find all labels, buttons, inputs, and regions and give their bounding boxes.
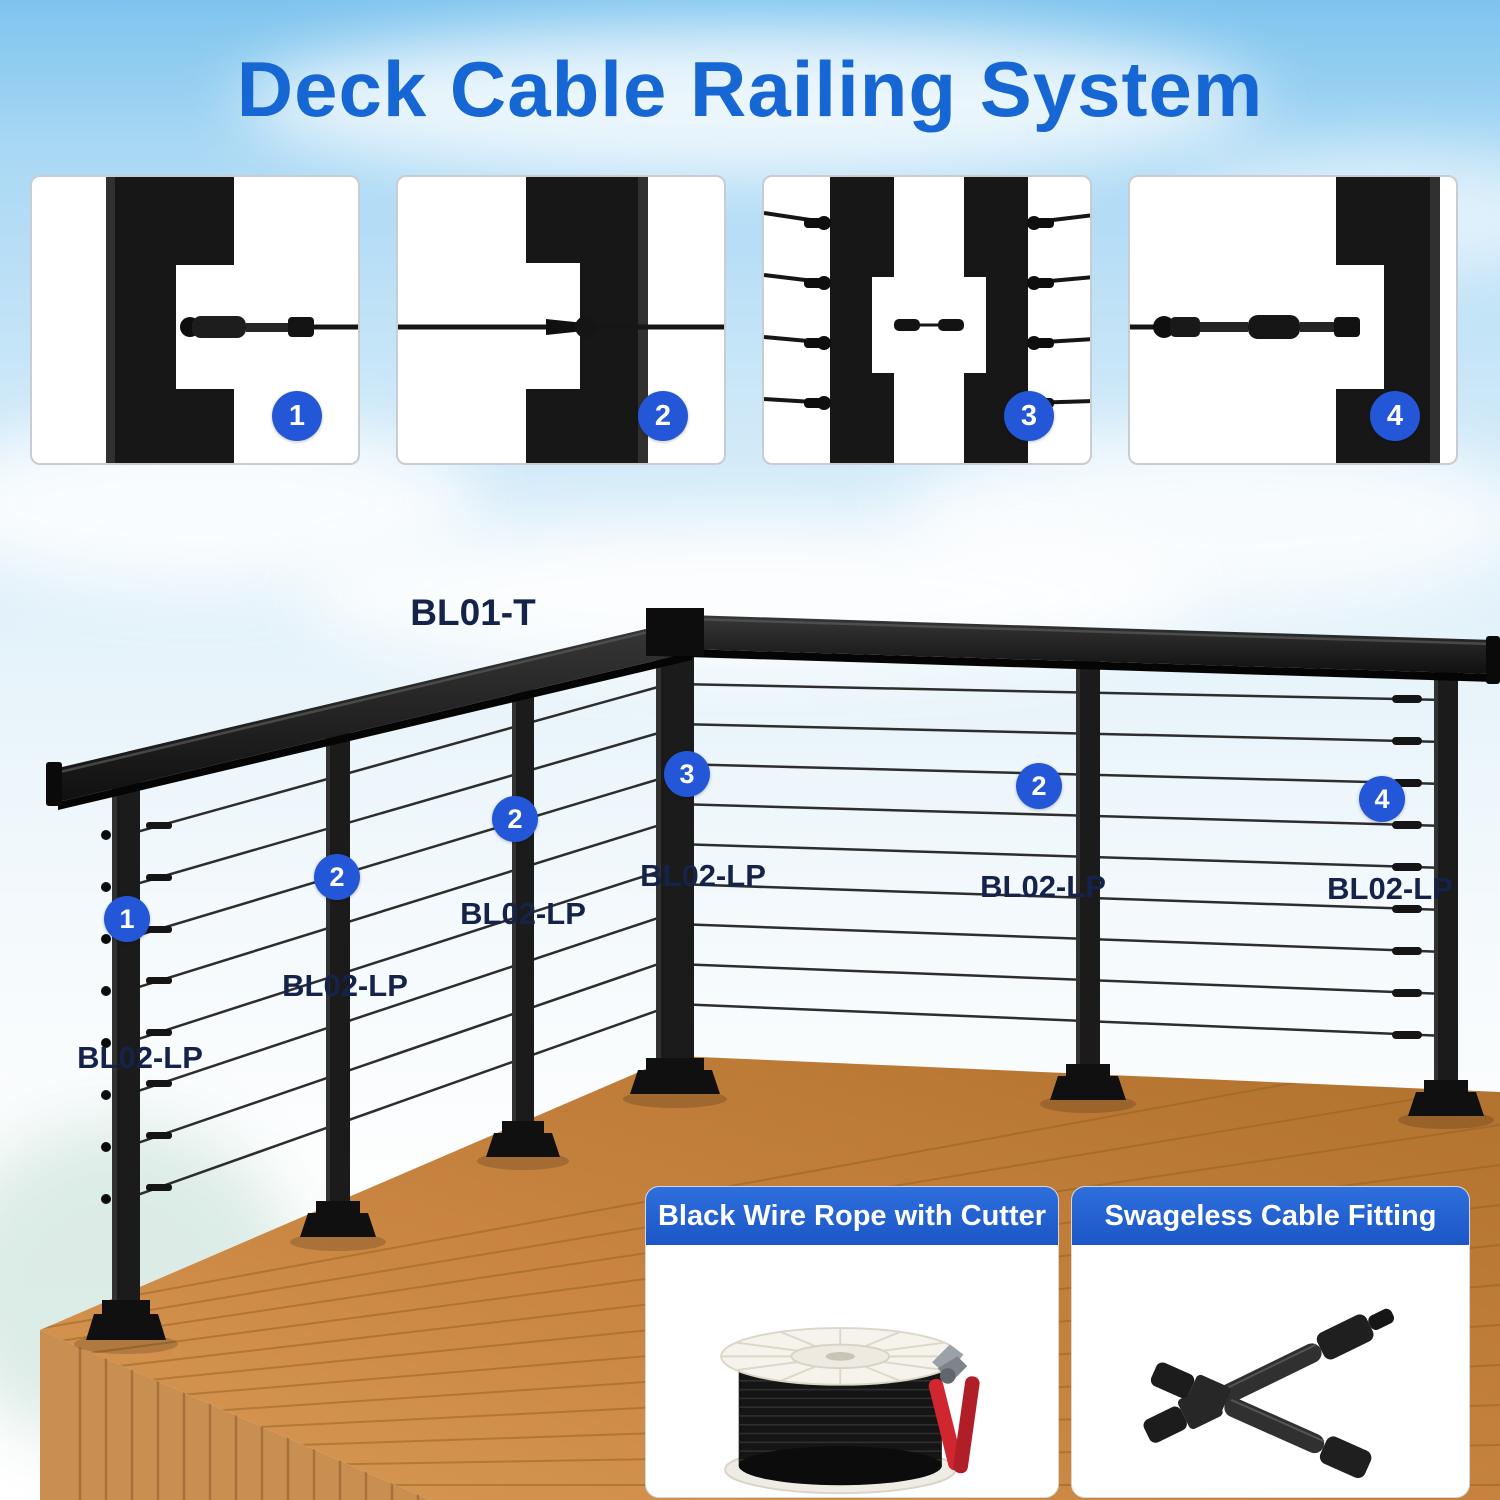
step-badge-1: 1 xyxy=(272,391,322,441)
cable-fitting-card: Swageless Cable Fitting xyxy=(1071,1186,1470,1498)
top-rail xyxy=(46,608,1500,810)
cable-fitting-card-title: Swageless Cable Fitting xyxy=(1072,1187,1469,1245)
step-badge-2: 2 xyxy=(638,391,688,441)
cable-fitting-card-body xyxy=(1072,1245,1469,1497)
wire-rope-card-body xyxy=(646,1245,1058,1497)
cable-fittings-right xyxy=(1392,695,1422,1039)
post-marker-badge-5: 2 xyxy=(1016,763,1062,809)
page-title: Deck Cable Railing System xyxy=(236,45,1264,133)
post-marker-label-2: BL02-LP xyxy=(282,968,408,1003)
post-marker-badge-2: 2 xyxy=(314,854,360,900)
cloud-shape xyxy=(240,28,1260,178)
swageless-fitting-graphic xyxy=(1143,1308,1394,1479)
wire-rope-card: Black Wire Rope with Cutter xyxy=(645,1186,1059,1498)
post-marker-label-4: BL02-LP xyxy=(640,858,766,893)
post-fitting-dots xyxy=(101,830,111,1204)
detail-thumbnail-2: 2 xyxy=(396,175,726,465)
railing-posts xyxy=(86,630,1484,1340)
cable-pass-through-detail-graphic xyxy=(398,177,724,463)
post-marker-badge-6: 4 xyxy=(1359,776,1405,822)
post-marker-badge-4: 3 xyxy=(664,751,710,797)
wire-rope-card-title: Black Wire Rope with Cutter xyxy=(646,1187,1058,1245)
cable-fittings-left xyxy=(146,822,172,1191)
turnbuckle-detail-graphic xyxy=(1130,177,1440,463)
post-marker-label-3: BL02-LP xyxy=(460,896,586,931)
cables-left-run xyxy=(125,680,677,1201)
post-marker-label-1: BL02-LP xyxy=(77,1040,203,1075)
post-marker-badge-3: 2 xyxy=(492,796,538,842)
cable-terminal-detail-graphic xyxy=(106,177,358,463)
post-marker-label-6: BL02-LP xyxy=(1327,871,1453,906)
top-rail-part-label: BL01-T xyxy=(410,592,536,633)
corner-post-fittings-detail-graphic xyxy=(764,177,1090,463)
detail-thumbnail-row: 1 2 xyxy=(30,175,1458,465)
post-marker-badge-1: 1 xyxy=(104,896,150,942)
post-marker-label-5: BL02-LP xyxy=(980,869,1106,904)
step-badge-3: 3 xyxy=(1004,391,1054,441)
cables-right-run xyxy=(675,682,1447,1038)
wire-rope-spool-graphic xyxy=(720,1327,980,1495)
step-badge-4: 4 xyxy=(1370,391,1420,441)
detail-thumbnail-4: 4 xyxy=(1128,175,1458,465)
detail-thumbnail-3: 3 xyxy=(762,175,1092,465)
detail-thumbnail-1: 1 xyxy=(30,175,360,465)
